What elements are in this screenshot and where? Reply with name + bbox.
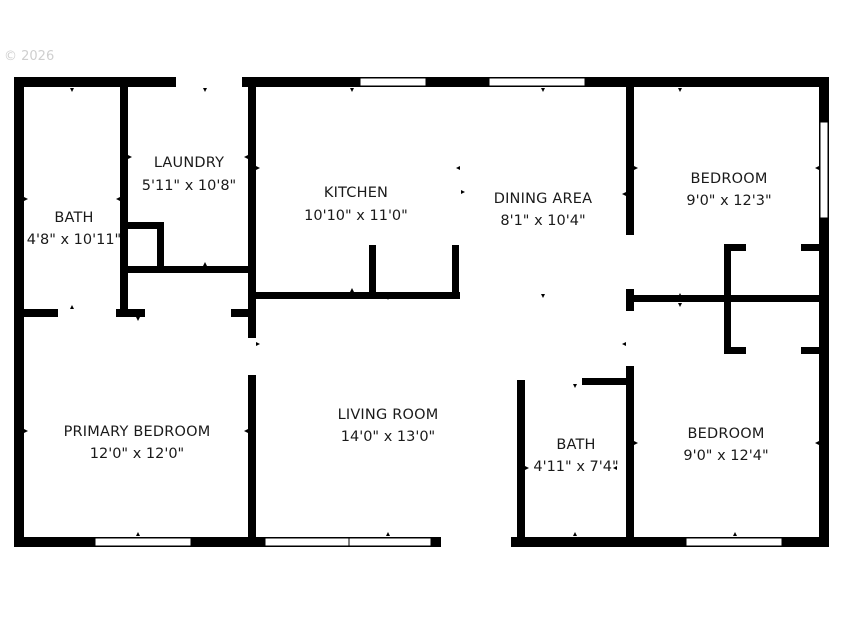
marker [244, 155, 248, 159]
marker [815, 441, 819, 445]
kitchen-counter-v1 [369, 245, 376, 297]
openings [58, 76, 829, 548]
window-living-bottom-2 [348, 537, 432, 547]
wall-exterior-right [819, 77, 829, 547]
wall-bedroom-column-top [626, 84, 634, 235]
marker [136, 532, 140, 536]
wall-bath-closet-h [122, 222, 162, 229]
opening-center-bath-door [525, 377, 581, 386]
window-dining-top [488, 77, 586, 87]
marker [116, 197, 120, 201]
marker [256, 342, 260, 346]
room-name-primary: PRIMARY BEDROOM [64, 424, 211, 440]
marker [24, 429, 28, 433]
closet-upper-h [724, 244, 746, 251]
opening-primary-door [145, 308, 231, 318]
marker [203, 88, 207, 92]
marker [622, 192, 626, 196]
wall-bedroom-column-bottom [626, 366, 634, 543]
marker [634, 441, 638, 445]
room-name-dining: DINING AREA [494, 191, 593, 207]
room-dims-laundry: 5'11" x 10'8" [142, 178, 236, 194]
wall-laundry-bottom [122, 266, 252, 273]
marker [613, 466, 617, 470]
wall-center-bath-left [517, 380, 525, 543]
closet-upper-h2 [801, 244, 823, 251]
marker [256, 166, 260, 170]
opening-front-door [441, 536, 511, 548]
marker [128, 155, 132, 159]
marker [541, 294, 545, 298]
room-dims-kitchen: 10'10" x 11'0" [304, 208, 408, 224]
marker [386, 296, 390, 300]
room-dims-bath-left: 4'8" x 10'11" [27, 232, 121, 248]
marker [350, 88, 354, 92]
room-dims-primary: 12'0" x 12'0" [90, 446, 184, 462]
marker [203, 262, 207, 266]
room-name-laundry: LAUNDRY [154, 155, 224, 171]
room-name-kitchen: KITCHEN [324, 185, 388, 201]
marker [461, 190, 465, 194]
marker [541, 88, 545, 92]
marker [525, 466, 529, 470]
window-primary-bottom [94, 537, 192, 547]
closet-lower-h [724, 347, 746, 354]
marker [634, 166, 638, 170]
marker [573, 532, 577, 536]
room-dims-dining: 8'1" x 10'4" [500, 213, 585, 229]
room-name-bath-center: BATH [556, 437, 595, 453]
room-dims-bath-center: 4'11" x 7'4" [533, 459, 618, 475]
marker [350, 288, 354, 292]
closet-lower-v [724, 300, 731, 354]
marker [136, 317, 140, 321]
kitchen-counter-v2 [452, 245, 459, 297]
closet-lower-h2 [801, 347, 823, 354]
marker [622, 342, 626, 346]
wall-laundry-kitchen [248, 84, 256, 324]
wall-primary-living [248, 375, 256, 543]
marker [386, 532, 390, 536]
room-name-bedroom-top: BEDROOM [690, 171, 767, 187]
marker [24, 197, 28, 201]
marker [456, 166, 460, 170]
marker [815, 166, 819, 170]
walls [14, 77, 829, 547]
opening-laundry-top [176, 76, 242, 88]
marker [678, 293, 682, 297]
marker [70, 88, 74, 92]
copyright-text: © 2026 [4, 49, 54, 64]
kitchen-counter-h [254, 292, 460, 299]
room-dims-bedroom-top: 9'0" x 12'3" [686, 193, 771, 209]
room-dims-bedroom-bottom: 9'0" x 12'4" [683, 448, 768, 464]
window-kitchen-top [359, 77, 427, 87]
dimension-markers [24, 88, 819, 536]
marker [733, 532, 737, 536]
window-bedroom-bottom [685, 537, 783, 547]
room-name-living: LIVING ROOM [338, 407, 439, 423]
window-living-bottom-1 [264, 537, 350, 547]
marker [678, 303, 682, 307]
room-labels: BATH 4'8" x 10'11" LAUNDRY 5'11" x 10'8"… [27, 155, 772, 475]
wall-bedrooms-separator [630, 295, 823, 302]
wall-center-bath-top [582, 378, 632, 385]
marker [244, 429, 248, 433]
closet-upper-v [724, 244, 731, 296]
marker [678, 88, 682, 92]
wall-bath-closet-v [157, 222, 164, 272]
room-name-bedroom-bottom: BEDROOM [687, 426, 764, 442]
window-bedroom-right [819, 121, 829, 219]
wall-primary-living-top [248, 314, 256, 338]
opening-bath-door [58, 308, 116, 318]
marker [573, 384, 577, 388]
wall-bath-primary [18, 309, 254, 317]
marker [70, 305, 74, 309]
room-name-bath-left: BATH [54, 210, 93, 226]
room-dims-living: 14'0" x 13'0" [341, 429, 435, 445]
wall-bath-laundry [120, 84, 128, 314]
